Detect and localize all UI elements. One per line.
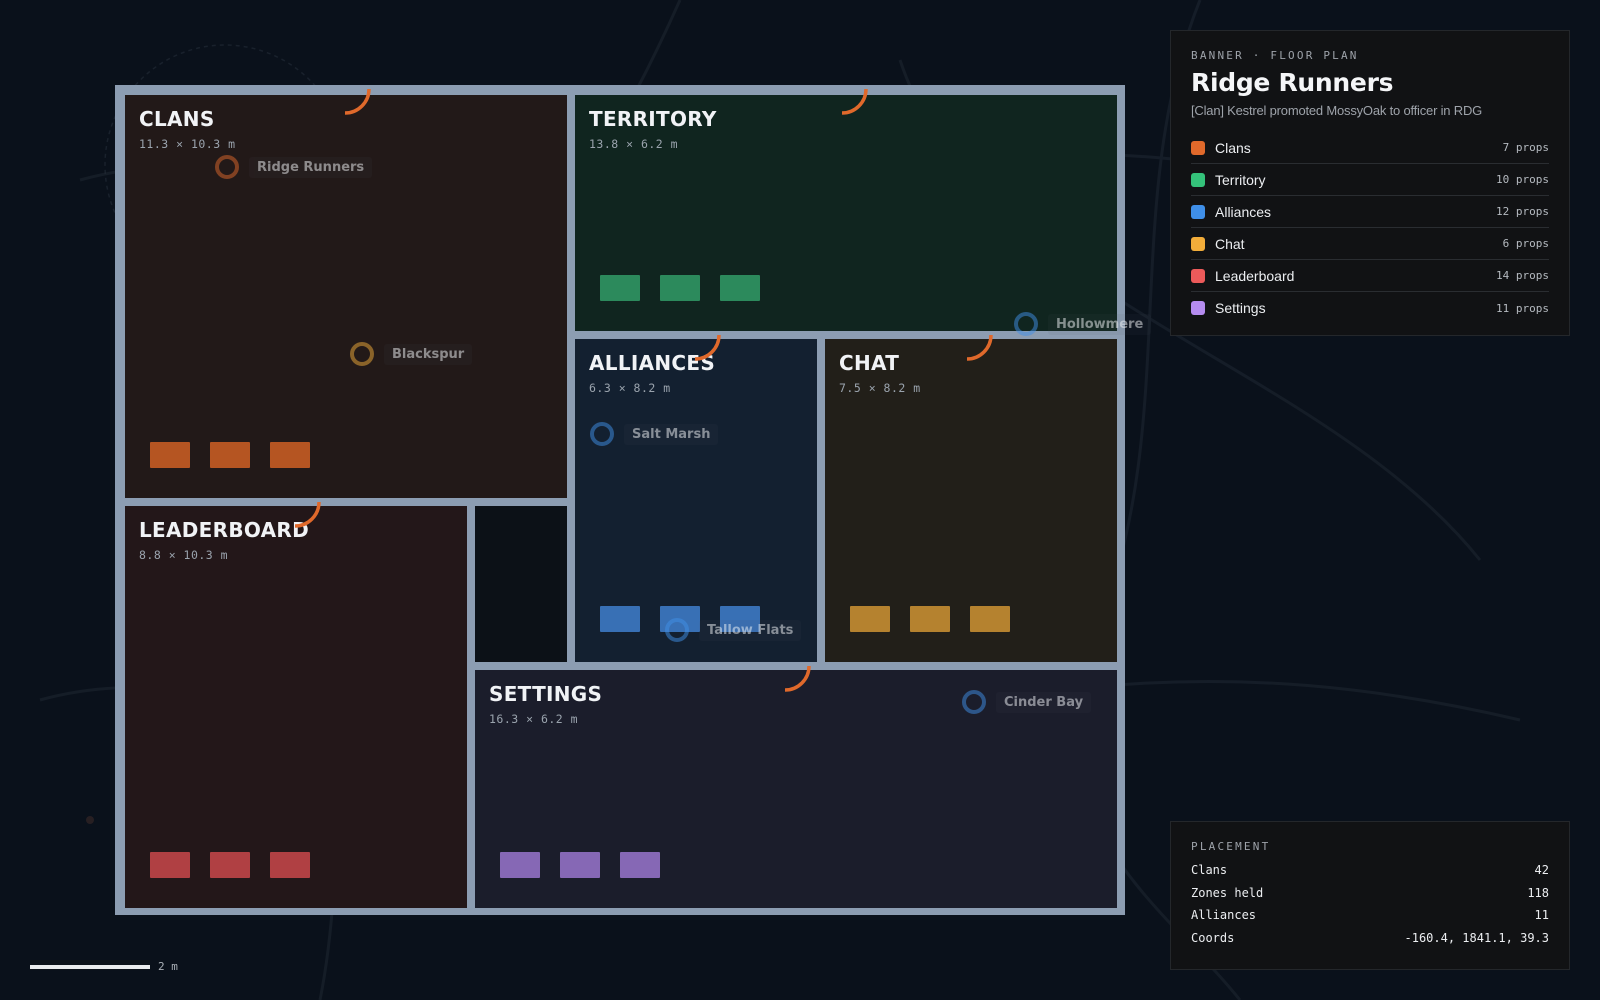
swatch-icon — [1191, 204, 1205, 219]
room-chat[interactable]: CHAT 7.5 × 8.2 m — [825, 334, 1117, 662]
room-leaderboard-name: LEADERBOARD — [139, 518, 310, 542]
prop-marker[interactable] — [500, 852, 540, 878]
door-territory-icon — [841, 88, 868, 115]
legend-item-territory[interactable]: Territory 10 props — [1191, 164, 1549, 196]
legend-item-count: 7 props — [1502, 141, 1549, 154]
prop-marker[interactable] — [270, 852, 310, 878]
room-territory-dims: 13.8 × 6.2 m — [589, 137, 679, 151]
prop-marker[interactable] — [210, 442, 250, 468]
swatch-icon — [1191, 140, 1205, 155]
room-alliances-dims: 6.3 × 8.2 m — [589, 381, 671, 395]
stat-value: 118 — [1527, 885, 1549, 900]
room-void — [475, 506, 567, 662]
stat-label: Clans — [1191, 863, 1228, 878]
prop-marker[interactable] — [850, 606, 890, 632]
room-clans-name: CLANS — [139, 107, 215, 131]
room-alliances-props — [600, 606, 760, 632]
door-clans-icon — [344, 88, 371, 115]
legend-item-settings[interactable]: Settings 11 props — [1191, 292, 1549, 324]
legend-item-count: 11 props — [1496, 301, 1549, 315]
prop-marker[interactable] — [620, 852, 660, 878]
room-clans-dims: 11.3 × 10.3 m — [139, 137, 236, 151]
stat-row-zones-held: Zones held 118 — [1191, 882, 1549, 905]
room-settings-dims: 16.3 × 6.2 m — [489, 712, 579, 726]
door-leaderboard-icon — [294, 501, 321, 528]
room-clans-props — [150, 442, 310, 468]
stat-row-alliances: Alliances 11 — [1191, 904, 1549, 927]
room-settings[interactable]: SETTINGS 16.3 × 6.2 m — [475, 665, 1117, 908]
legend-item-label: Alliances — [1215, 203, 1272, 220]
room-settings-name: SETTINGS — [489, 682, 603, 706]
placement-stats: Clans 42 Zones held 118 Alliances 11 Coo… — [1191, 859, 1549, 949]
prop-marker[interactable] — [720, 275, 760, 301]
prop-marker[interactable] — [600, 275, 640, 301]
room-territory-props — [600, 275, 760, 301]
legend-item-chat[interactable]: Chat 6 props — [1191, 228, 1549, 260]
scale-bar: 2 m — [30, 960, 178, 973]
legend-title: Ridge Runners — [1191, 68, 1394, 97]
door-settings-icon — [784, 665, 811, 692]
floor-plan: CLANS 11.3 × 10.3 m TERRITORY 13.8 × 6.2… — [115, 85, 1125, 915]
stat-value: -160.4, 1841.1, 39.3 — [1404, 930, 1550, 945]
legend-list: Clans 7 props Territory 10 props Allianc… — [1191, 132, 1549, 324]
room-leaderboard-dims: 8.8 × 10.3 m — [139, 548, 229, 562]
legend-item-clans[interactable]: Clans 7 props — [1191, 132, 1549, 164]
swatch-icon — [1191, 268, 1205, 283]
scale-label: 2 m — [158, 960, 178, 973]
prop-marker[interactable] — [210, 852, 250, 878]
prop-marker[interactable] — [150, 442, 190, 468]
legend-item-label: Settings — [1215, 300, 1266, 316]
stat-value: 42 — [1534, 863, 1549, 878]
legend-item-count: 14 props — [1496, 269, 1549, 282]
legend-subtitle: [Clan] Kestrel promoted MossyOak to offi… — [1191, 103, 1483, 118]
door-alliances-icon — [694, 334, 721, 361]
stat-label: Zones held — [1191, 885, 1264, 900]
swatch-icon — [1191, 236, 1205, 251]
prop-marker[interactable] — [150, 852, 190, 878]
swatch-icon — [1191, 301, 1205, 315]
legend-item-leaderboard[interactable]: Leaderboard 14 props — [1191, 260, 1549, 292]
prop-marker[interactable] — [600, 606, 640, 632]
room-alliances[interactable]: ALLIANCES 6.3 × 8.2 m — [575, 334, 817, 662]
legend-item-count: 12 props — [1496, 205, 1549, 218]
legend-item-count: 6 props — [1502, 237, 1549, 250]
legend-item-label: Leaderboard — [1215, 267, 1295, 284]
swatch-icon — [1191, 172, 1205, 187]
room-territory-name: TERRITORY — [589, 107, 717, 131]
stat-row-coords: Coords -160.4, 1841.1, 39.3 — [1191, 927, 1549, 950]
room-chat-name: CHAT — [839, 351, 900, 375]
prop-marker[interactable] — [560, 852, 600, 878]
room-alliances-name: ALLIANCES — [589, 351, 716, 375]
stat-label: Alliances — [1191, 908, 1257, 923]
prop-marker[interactable] — [270, 442, 310, 468]
legend-item-alliances[interactable]: Alliances 12 props — [1191, 196, 1549, 228]
prop-marker[interactable] — [660, 606, 700, 632]
door-chat-icon — [966, 334, 993, 361]
scale-bar-line — [30, 964, 150, 969]
prop-marker[interactable] — [910, 606, 950, 632]
placement-panel: PLACEMENT Clans 42 Zones held 118 Allian… — [1170, 821, 1570, 970]
legend-item-label: Clans — [1215, 139, 1251, 156]
legend-item-count: 10 props — [1496, 173, 1549, 186]
room-leaderboard[interactable]: LEADERBOARD 8.8 × 10.3 m — [125, 501, 467, 908]
room-chat-dims: 7.5 × 8.2 m — [839, 381, 921, 395]
stat-row-clans: Clans 42 — [1191, 859, 1549, 882]
legend-panel: BANNER · FLOOR PLAN Ridge Runners [Clan]… — [1170, 30, 1570, 336]
legend-item-label: Chat — [1215, 235, 1245, 252]
room-chat-props — [850, 606, 1010, 632]
stat-value: 11 — [1534, 908, 1549, 923]
legend-eyebrow: BANNER · FLOOR PLAN — [1191, 49, 1359, 62]
prop-marker[interactable] — [720, 606, 760, 632]
room-clans[interactable]: CLANS 11.3 × 10.3 m — [125, 88, 567, 498]
prop-marker[interactable] — [660, 275, 700, 301]
room-territory[interactable]: TERRITORY 13.8 × 6.2 m — [575, 88, 1117, 331]
room-leaderboard-props — [150, 852, 310, 878]
placement-eyebrow: PLACEMENT — [1191, 840, 1271, 853]
room-settings-props — [500, 852, 660, 878]
stat-label: Coords — [1191, 930, 1235, 945]
prop-marker[interactable] — [970, 606, 1010, 632]
legend-item-label: Territory — [1215, 171, 1266, 188]
